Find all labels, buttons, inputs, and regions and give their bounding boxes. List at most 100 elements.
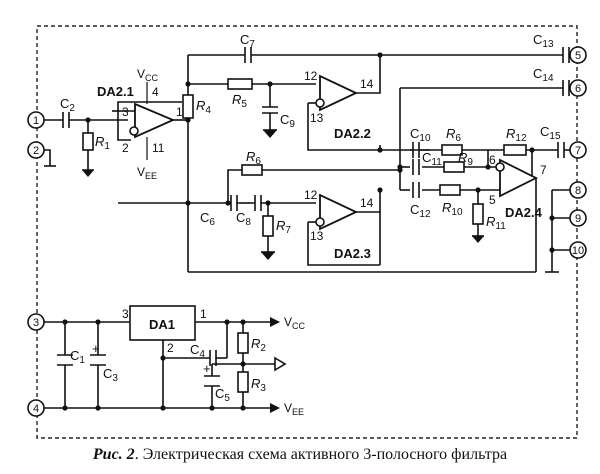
pin-da24-6: 6 bbox=[489, 153, 496, 167]
resistor-r7 bbox=[262, 215, 274, 237]
opamp-da2-3 bbox=[315, 193, 359, 231]
capacitor-c10 bbox=[410, 142, 422, 158]
label-vee-da21: VEE bbox=[137, 165, 157, 181]
terminal-7-label: 7 bbox=[575, 145, 581, 157]
resistor-r2 bbox=[237, 332, 249, 354]
terminal-3-label: 3 bbox=[33, 317, 39, 329]
terminal-4-circle bbox=[27, 399, 45, 417]
capacitor-c1 bbox=[57, 354, 73, 366]
capacitor-c11 bbox=[412, 159, 420, 175]
pin-da21-3: 3 bbox=[122, 105, 129, 119]
terminal-9-circle bbox=[569, 209, 587, 227]
terminal-5-circle bbox=[569, 46, 587, 64]
regulator-da1 bbox=[129, 305, 196, 341]
pin-da23-14: 14 bbox=[360, 196, 374, 210]
vee-arrow bbox=[270, 403, 280, 413]
capacitor-c14 bbox=[560, 80, 572, 96]
label-vcc-da21: VCC bbox=[137, 67, 159, 83]
resistor-r1 bbox=[82, 132, 94, 151]
resistor-r12 bbox=[503, 144, 527, 156]
label-r6-upper: R6 bbox=[446, 126, 461, 144]
figure-caption: Рис. 2. Электрическая схема активного 3-… bbox=[0, 446, 600, 464]
pin-da21-11: 11 bbox=[152, 141, 165, 155]
capacitor-c9 bbox=[262, 104, 278, 116]
label-r11: R11 bbox=[486, 214, 506, 232]
terminal-1-circle bbox=[27, 111, 45, 129]
label-c3: C3 bbox=[103, 366, 118, 384]
label-r2: R2 bbox=[251, 336, 266, 354]
ground-r11 bbox=[472, 236, 484, 243]
label-r4: R4 bbox=[196, 98, 211, 116]
vcc-arrow bbox=[270, 317, 280, 327]
label-c13: C13 bbox=[533, 32, 554, 50]
opamp-da2-4 bbox=[495, 158, 539, 198]
board-outline bbox=[36, 25, 578, 439]
resistor-r5 bbox=[227, 78, 253, 90]
terminals: 1 2 3 4 5 6 7 8 9 10 bbox=[27, 46, 587, 417]
capacitor-c3 bbox=[90, 354, 106, 366]
polarity-c5: + bbox=[203, 361, 211, 376]
pin-da23-13: 13 bbox=[310, 229, 324, 243]
ground-r1 bbox=[82, 170, 94, 177]
label-c15: C15 bbox=[540, 124, 561, 142]
supply-arrows bbox=[270, 317, 287, 413]
ground-r7 bbox=[261, 252, 275, 260]
opamp-da2-1 bbox=[112, 102, 176, 141]
label-c8: C8 bbox=[236, 210, 251, 228]
opamp-da2-2 bbox=[315, 74, 359, 112]
label-c11: C11 bbox=[422, 150, 442, 168]
ground-c9 bbox=[263, 130, 277, 138]
figure-label: Рис. 2 bbox=[92, 446, 135, 463]
terminal-8-circle bbox=[569, 181, 587, 199]
label-da2-1: DA2.1 bbox=[97, 84, 134, 99]
capacitor-c4 bbox=[207, 350, 219, 366]
label-r9: R9 bbox=[458, 150, 473, 168]
label-c6: C6 bbox=[200, 210, 215, 228]
terminal-6-circle bbox=[569, 79, 587, 97]
capacitor-c7 bbox=[242, 47, 254, 63]
label-vee-out: VEE bbox=[284, 401, 304, 417]
label-c5: C5 bbox=[215, 386, 230, 404]
label-vcc-out: VCC bbox=[284, 315, 306, 331]
pin-da22-13: 13 bbox=[310, 111, 324, 125]
label-r5: R5 bbox=[232, 92, 247, 110]
pin-da22-12: 12 bbox=[304, 69, 318, 83]
resistor-r6-lower bbox=[241, 164, 263, 176]
terminal-7-circle bbox=[569, 141, 587, 159]
component-labels: DA2.1 DA2.2 DA2.3 DA2.4 DA1 3 2 1 4 11 1… bbox=[60, 32, 561, 417]
label-da2-2: DA2.2 bbox=[334, 126, 371, 141]
terminal-1-label: 1 bbox=[33, 115, 39, 127]
label-c2: C2 bbox=[60, 96, 75, 114]
pin-da21-2: 2 bbox=[122, 141, 129, 155]
label-c4: C4 bbox=[190, 342, 205, 360]
resistor-r9 bbox=[443, 161, 465, 173]
label-r6-lower: R6 bbox=[246, 149, 261, 167]
pin-da23-12: 12 bbox=[304, 188, 318, 202]
label-da2-3: DA2.3 bbox=[334, 246, 371, 261]
polarity-c3: + bbox=[92, 341, 100, 356]
resistor-r4 bbox=[182, 94, 194, 119]
label-r12: R12 bbox=[506, 126, 527, 144]
pin-da21-4: 4 bbox=[152, 85, 159, 99]
terminal-9-label: 9 bbox=[575, 213, 581, 225]
terminal-2-circle bbox=[27, 141, 45, 159]
terminal-8-label: 8 bbox=[575, 185, 581, 197]
pin-da1-1: 1 bbox=[200, 307, 207, 321]
capacitor-c8 bbox=[252, 195, 264, 211]
label-da1: DA1 bbox=[149, 317, 175, 332]
terminal-6-label: 6 bbox=[575, 83, 581, 95]
label-r7: R7 bbox=[276, 218, 291, 236]
figure-caption-text: . Электрическая схема активного 3-полосн… bbox=[134, 446, 508, 463]
label-c1: C1 bbox=[70, 348, 85, 366]
label-c10: C10 bbox=[410, 126, 431, 144]
resistors bbox=[82, 78, 527, 393]
pin-da24-5: 5 bbox=[489, 193, 496, 207]
ground-symbols bbox=[82, 130, 484, 260]
pin-da1-3: 3 bbox=[122, 307, 129, 321]
pin-da24-7: 7 bbox=[540, 163, 547, 177]
label-da2-4: DA2.4 bbox=[505, 205, 543, 220]
label-c14: C14 bbox=[533, 66, 554, 84]
terminal-10-circle bbox=[569, 241, 587, 259]
label-r3: R3 bbox=[251, 376, 266, 394]
wiring bbox=[43, 54, 580, 409]
